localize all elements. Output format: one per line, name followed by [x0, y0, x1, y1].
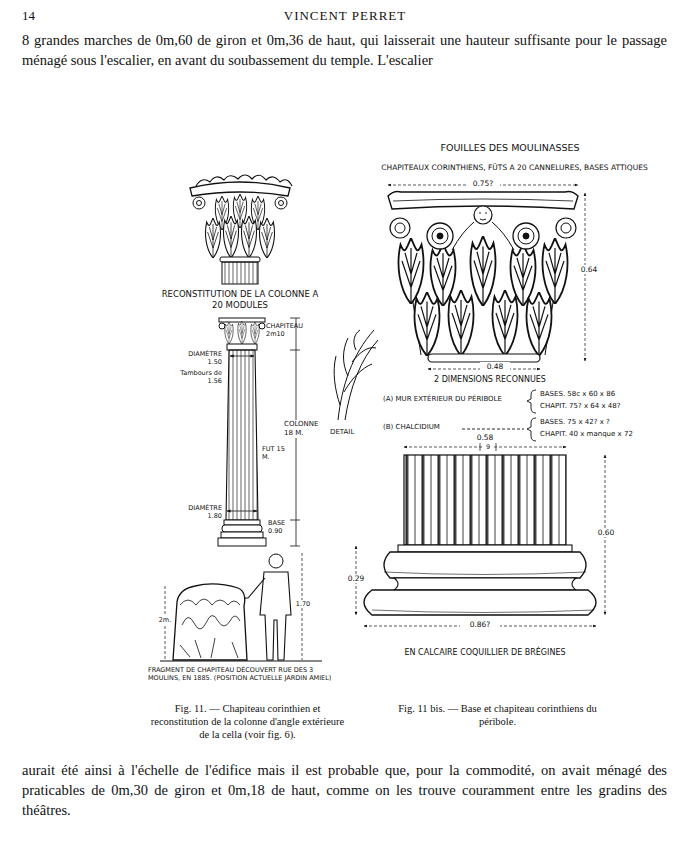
- dimension-label: 0.48: [480, 362, 510, 371]
- page-number: 14: [22, 6, 52, 26]
- dimension-label: DIAMÈTRE 1.50: [182, 350, 222, 366]
- dimension-label: 0.58: [470, 433, 500, 442]
- dimension-label: CHAPIT. 40 x manque x 72: [540, 430, 680, 439]
- dimension-label: 0.29: [345, 574, 367, 583]
- running-head: VINCENT PERRET: [245, 6, 445, 26]
- body-text: 8 grandes marches de 0m,60 de giron et 0…: [22, 30, 667, 70]
- dimension-label: 2m.: [156, 616, 174, 624]
- dimension-label: BASES. 75 x 42? x ?: [540, 418, 680, 427]
- figure-caption: Fig. 11. — Chapiteau corinthien et recon…: [150, 702, 345, 741]
- figure-caption: Fig. 11 bis. — Base et chapiteau corinth…: [385, 702, 610, 728]
- dimension-label: FUT 15 M.: [262, 445, 292, 461]
- dimension-label: 0.86?: [460, 620, 500, 629]
- dimension-label: COLONNE 18 M.: [284, 420, 328, 438]
- dimension-label: 0.64: [577, 265, 601, 274]
- body-text: aurait été ainsi à l'échelle de l'édific…: [22, 760, 667, 820]
- figure-heading: RECONSTITUTION DE LA COLONNE A 20 MODULE…: [160, 289, 320, 310]
- material-note: EN CALCAIRE COQUILLIER DE BRÉGINES: [380, 648, 590, 658]
- leaf-detail: [334, 330, 378, 420]
- part-label: CHAPITEAU 2m10: [266, 322, 306, 338]
- capital-sketch: [190, 175, 292, 284]
- attic-base: [356, 443, 605, 626]
- dimension-label: Tambours de 1.56: [180, 369, 222, 385]
- note-text: (A) MUR EXTÉRIEUR DU PÉRIBOLE: [383, 395, 527, 404]
- dimension-label: DIAMÈTRE 1.80: [182, 504, 222, 520]
- note-heading: 2 DIMENSIONS RECONNUES: [420, 375, 560, 385]
- note-text: (B) CHALCIDIUM: [383, 423, 459, 432]
- dimension-label: 0.75?: [466, 179, 500, 188]
- dimension-label: 9: [483, 443, 493, 451]
- figure-subheading: CHAPITEAUX CORINTHIENS, FÛTS A 20 CANNEL…: [352, 163, 677, 172]
- dimension-label: BASES. 58c x 60 x 86: [540, 390, 680, 399]
- dimension-label: 1.70: [293, 600, 313, 608]
- dimension-label: 0.60: [594, 528, 618, 537]
- dimension-label: BASE 0.90: [268, 519, 298, 535]
- corinthian-capital: [388, 185, 585, 369]
- fragment-sketch: [160, 553, 322, 661]
- figure-heading: FOUILLES DES MOULINASSES: [400, 142, 620, 154]
- dimension-label: CHAPIT. 75? x 64 x 48?: [540, 402, 680, 411]
- part-label: DETAIL: [330, 428, 370, 437]
- note-text: FRAGMENT DE CHAPITEAU DÉCOUVERT RUE DES …: [148, 666, 343, 682]
